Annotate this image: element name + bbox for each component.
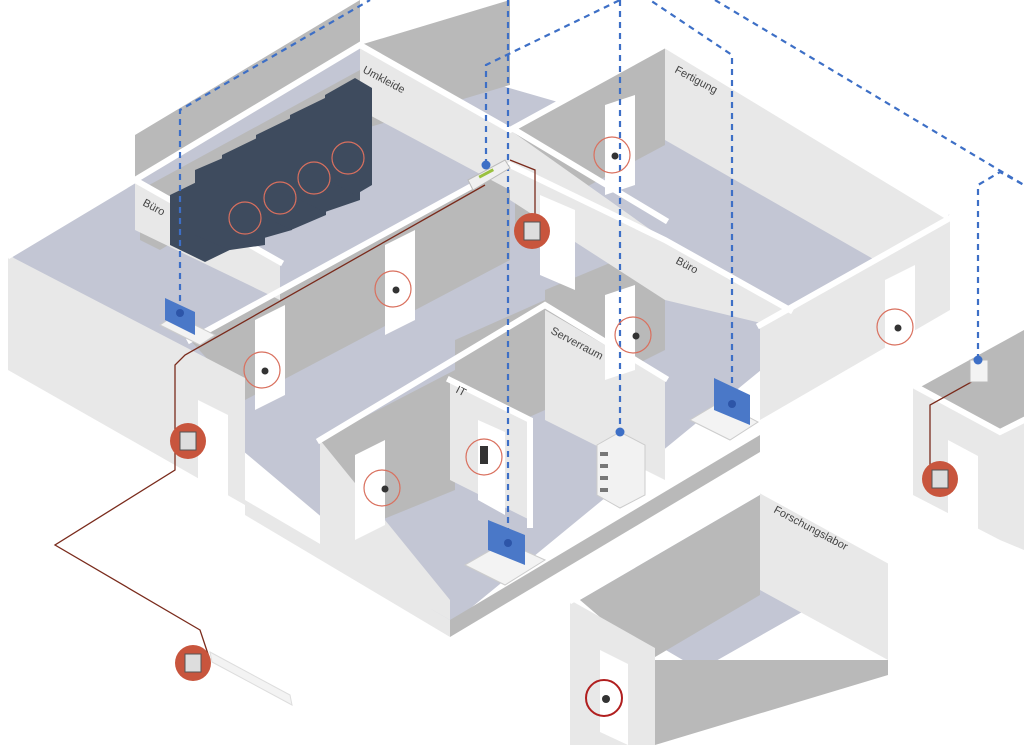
cable: [53, 184, 486, 661]
wall-top-corridor: [185, 161, 795, 345]
wall-top-right: [755, 213, 955, 330]
right-building-side-wall: [1000, 418, 1024, 550]
right-outer-wall: [760, 220, 950, 420]
door[interactable]: [478, 420, 505, 515]
laptop-icon[interactable]: [463, 520, 547, 586]
buero-right-side-wall: [665, 240, 790, 330]
locker-lock-icon[interactable]: [228, 141, 365, 235]
door[interactable]: [948, 440, 978, 540]
wall-top-it-side: [445, 375, 533, 528]
cable: [929, 379, 976, 475]
door[interactable]: [385, 230, 415, 335]
fertigung-side-wall: [665, 45, 945, 300]
door-lock-icon[interactable]: [243, 351, 281, 389]
laptop-icon[interactable]: [688, 378, 759, 441]
door[interactable]: [355, 440, 385, 540]
umkleide-side-wall: [360, 45, 510, 190]
inner-side-wall: [510, 130, 665, 300]
front-right-wall: [450, 435, 760, 637]
lab-side-wall: [760, 490, 888, 660]
door-reader-icon[interactable]: [922, 461, 958, 497]
door[interactable]: [885, 265, 915, 365]
network-line: [714, 0, 1024, 186]
lockers: [170, 78, 372, 262]
network-line: [976, 170, 1024, 360]
wall-top-outer: [5, 41, 950, 260]
wall-top-fertigung: [510, 125, 670, 225]
door-lock-icon[interactable]: [374, 270, 412, 308]
door-lock-icon[interactable]: [465, 438, 503, 476]
cable: [509, 159, 536, 225]
door[interactable]: [255, 305, 285, 410]
door-lock-icon[interactable]: [363, 469, 401, 507]
front-bottom-wall: [245, 500, 450, 637]
back-wall-left: [135, 0, 360, 180]
barrier-arm[interactable]: [209, 651, 293, 706]
network-line: [178, 0, 371, 312]
door-lock-icon[interactable]: [585, 679, 623, 717]
door-reader-icon[interactable]: [514, 213, 550, 249]
access-controller-icon[interactable]: [467, 159, 511, 191]
wall-top-right-building: [908, 380, 1024, 436]
it-front-wall: [320, 440, 450, 620]
lab-right-front-wall: [655, 660, 888, 745]
door[interactable]: [600, 650, 628, 745]
server-rack-icon: [596, 427, 646, 509]
door[interactable]: [198, 400, 228, 500]
door-reader-icon[interactable]: [175, 645, 211, 681]
wall-top-lab: [567, 486, 893, 605]
laptop-icon[interactable]: [159, 298, 216, 346]
serverraum-side-wall: [545, 310, 665, 480]
door-lock-icon[interactable]: [876, 308, 914, 346]
door-lock-icon[interactable]: [614, 316, 652, 354]
door[interactable]: [540, 195, 575, 290]
access-controller-icon[interactable]: [969, 355, 989, 383]
lab-back-wall: [580, 495, 760, 660]
door-lock-icon[interactable]: [593, 136, 631, 174]
door-reader-icon[interactable]: [170, 423, 206, 459]
network-line: [484, 0, 621, 165]
